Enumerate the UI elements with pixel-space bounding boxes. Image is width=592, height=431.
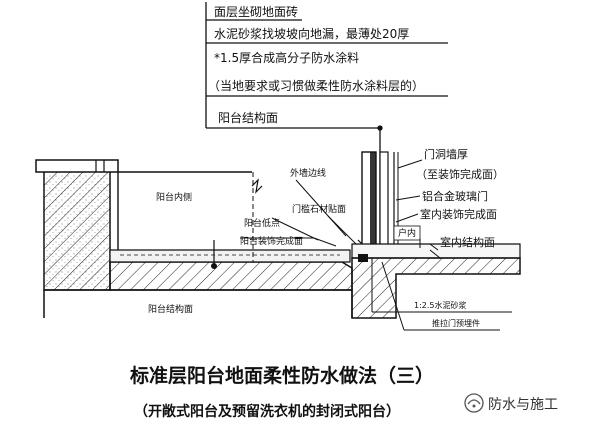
door-opening <box>357 151 399 251</box>
label-outer-wall-line: 外墙边线 <box>290 167 326 179</box>
label-door-sill-finish: 门槛石材贴面 <box>292 203 346 215</box>
note-floor-tile: 面层坐砌地面砖 <box>214 4 298 19</box>
label-indoor-finish: 室内装饰完成面 <box>420 207 497 221</box>
label-balcony-inner: 阳台内侧 <box>156 191 192 203</box>
watermark-text: 防水与施工 <box>488 397 558 413</box>
indoor-floor <box>351 243 521 319</box>
label-indoor: 户内 <box>398 227 416 239</box>
label-door-wall-thickness: 门洞墙厚 <box>424 147 468 161</box>
watermark-logo <box>464 393 484 413</box>
drawing-title: 标准层阳台地面柔性防水做法（三） <box>130 364 434 387</box>
label-indoor-structure: 室内结构面 <box>440 235 495 249</box>
note-mortar-slope: 水泥砂浆找坡坡向地漏，最薄处20厚 <box>214 26 409 41</box>
break-symbol <box>251 178 263 194</box>
floor-drain-marker <box>211 240 217 269</box>
balcony-slab <box>44 249 353 291</box>
label-aluminum-glass-door: 铝合金玻璃门 <box>422 189 488 203</box>
label-to-finish-face: （至装饰完成面） <box>416 167 504 181</box>
indoor-tag-box <box>393 225 421 241</box>
label-balcony-finish: 阳台装饰完成面 <box>240 235 303 247</box>
balcony-parapet <box>35 159 119 318</box>
label-balcony-structure: 阳台结构面 <box>148 303 193 315</box>
label-door-embed: 推拉门预埋件 <box>432 318 480 328</box>
drawing-subtitle: （开敞式阳台及预留洗衣机的封闭式阳台） <box>134 403 400 420</box>
label-balcony-low-point: 阳台低点 <box>244 217 280 229</box>
note-local-requirement: （当地要求或习惯做柔性防水涂料层的） <box>208 78 424 93</box>
label-cement-mortar: 1:2.5水泥砂浆 <box>414 300 467 310</box>
note-waterproof-coating: *1.5厚合成高分子防水涂料 <box>214 50 359 65</box>
balcony-inner-outline <box>117 171 254 262</box>
note-balcony-structure-top: 阳台结构面 <box>218 110 278 125</box>
right-leaders <box>371 159 512 331</box>
center-leaders <box>240 179 357 264</box>
